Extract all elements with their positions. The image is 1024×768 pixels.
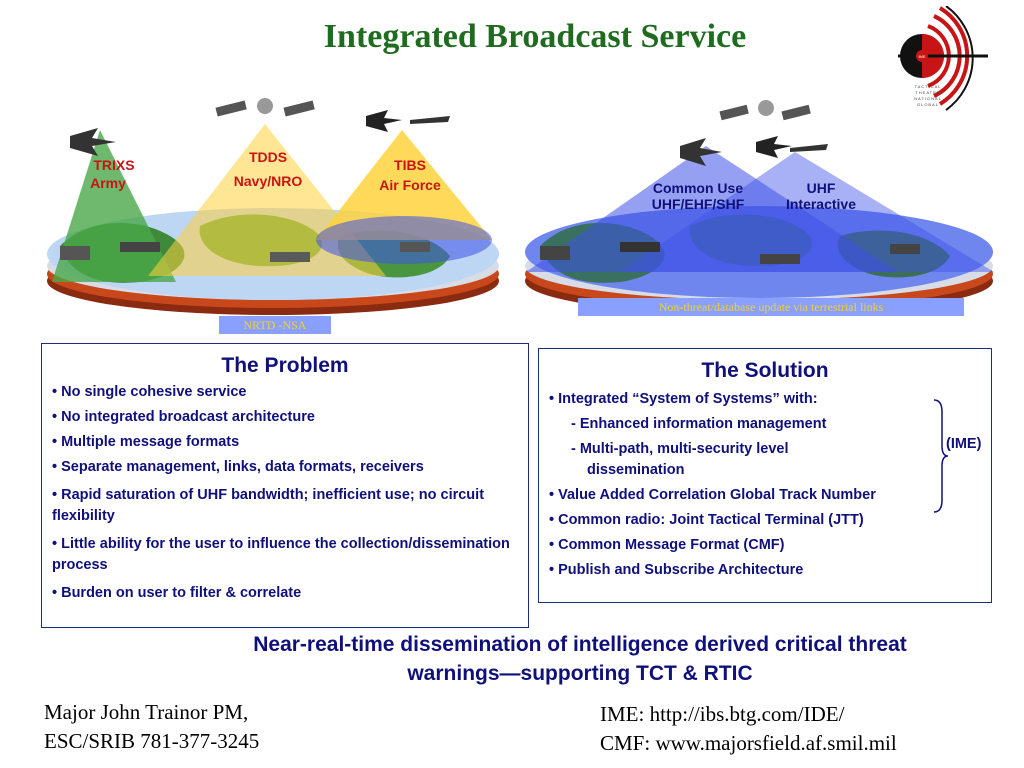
tagline: Near-real-time dissemination of intellig… <box>100 630 1024 688</box>
problem-item-6: • Little ability for the user to influen… <box>52 536 510 573</box>
tibs-label: TIBS <box>394 157 426 173</box>
left-aircraft <box>70 110 450 156</box>
tibs-cone <box>316 130 492 240</box>
logo-tag-1: TACTICAL <box>914 84 942 89</box>
uhf-cone <box>620 152 994 272</box>
common-use-band-label: UHF/EHF/SHF <box>651 196 745 212</box>
tagline-line-1: Near-real-time dissemination of intellig… <box>253 633 907 656</box>
common-use-cone <box>526 146 898 272</box>
ime-bracket <box>933 399 949 513</box>
problem-item-2: • No integrated broadcast architecture <box>52 409 315 425</box>
tdds-branch-label: Navy/NRO <box>233 173 303 189</box>
logo-tag-2: THEATER <box>915 90 941 95</box>
problem-item-1: • No single cohesive service <box>52 384 247 400</box>
left-satellite <box>215 98 315 117</box>
contact-line-1: Major John Trainor PM, <box>44 700 249 724</box>
solution-subitem-2: - Multi-path, multi-security level <box>571 441 789 457</box>
tibs-footprint <box>316 216 492 264</box>
uhf-interactive-label: Interactive <box>785 196 857 212</box>
problem-item-7: • Burden on user to filter & correlate <box>52 585 302 601</box>
page-title: Integrated Broadcast Service <box>323 18 747 55</box>
solution-heading: The Solution <box>701 359 829 382</box>
reference-links: IME: http://ibs.btg.com/IDE/ CMF: www.ma… <box>600 700 897 758</box>
ime-link[interactable]: IME: http://ibs.btg.com/IDE/ <box>600 702 845 726</box>
logo-arc-4 <box>945 6 974 111</box>
solution-subitem-1: - Enhanced information management <box>571 416 827 432</box>
ime-logo: IME <box>898 6 988 111</box>
right-satellite <box>719 100 811 121</box>
problem-box: The Problem • No single cohesive service… <box>41 343 529 628</box>
solution-item-2: • Value Added Correlation Global Track N… <box>549 487 876 503</box>
terrestrial-band: Non-threat/database update via terrestri… <box>578 298 964 316</box>
problem-item-5: • Rapid saturation of UHF bandwidth; ine… <box>52 487 485 524</box>
logo-tag-4: GLOBAL <box>916 102 939 107</box>
solution-item-3: • Common radio: Joint Tactical Terminal … <box>549 512 864 528</box>
solution-item-5: • Publish and Subscribe Architecture <box>549 562 804 578</box>
solution-item-4: • Common Message Format (CMF) <box>549 537 785 553</box>
uhf-label: UHF <box>806 180 836 196</box>
right-aircraft <box>680 136 828 166</box>
problem-heading: The Problem <box>221 354 349 377</box>
common-use-label: Common Use <box>652 180 744 196</box>
trixs-label: TRIXS <box>93 157 135 173</box>
logo-badge <box>916 50 928 62</box>
solution-box: The Solution • Integrated “System of Sys… <box>538 348 992 603</box>
problem-item-3: • Multiple message formats <box>52 434 240 450</box>
solution-item-1: • Integrated “System of Systems” with: <box>549 391 818 407</box>
tdds-label: TDDS <box>248 149 288 165</box>
cmf-link[interactable]: CMF: www.majorsfield.af.smil.mil <box>600 731 897 755</box>
ime-bracket-label: (IME) <box>946 436 982 452</box>
tagline-line-2: warnings—supporting TCT & RTIC <box>407 662 753 685</box>
tibs-branch-label: Air Force <box>379 177 441 193</box>
solution-subitem-2b: dissemination <box>587 462 685 478</box>
broadcast-scene: TRIXS Army TDDS Navy/NRO TIBS Air Force … <box>0 86 1024 346</box>
logo-tag-3: NATIONAL <box>914 96 942 101</box>
left-ground-units <box>60 242 430 262</box>
logo-badge-text: IME <box>918 54 925 59</box>
contact-info: Major John Trainor PM, ESC/SRIB 781-377-… <box>44 698 259 756</box>
nrtd-band: NRTD -NSA <box>219 316 331 334</box>
contact-line-2: ESC/SRIB 781-377-3245 <box>44 729 260 753</box>
right-ground-units <box>540 242 920 264</box>
problem-item-4: • Separate management, links, data forma… <box>52 459 424 475</box>
trixs-branch-label: Army <box>90 175 126 191</box>
